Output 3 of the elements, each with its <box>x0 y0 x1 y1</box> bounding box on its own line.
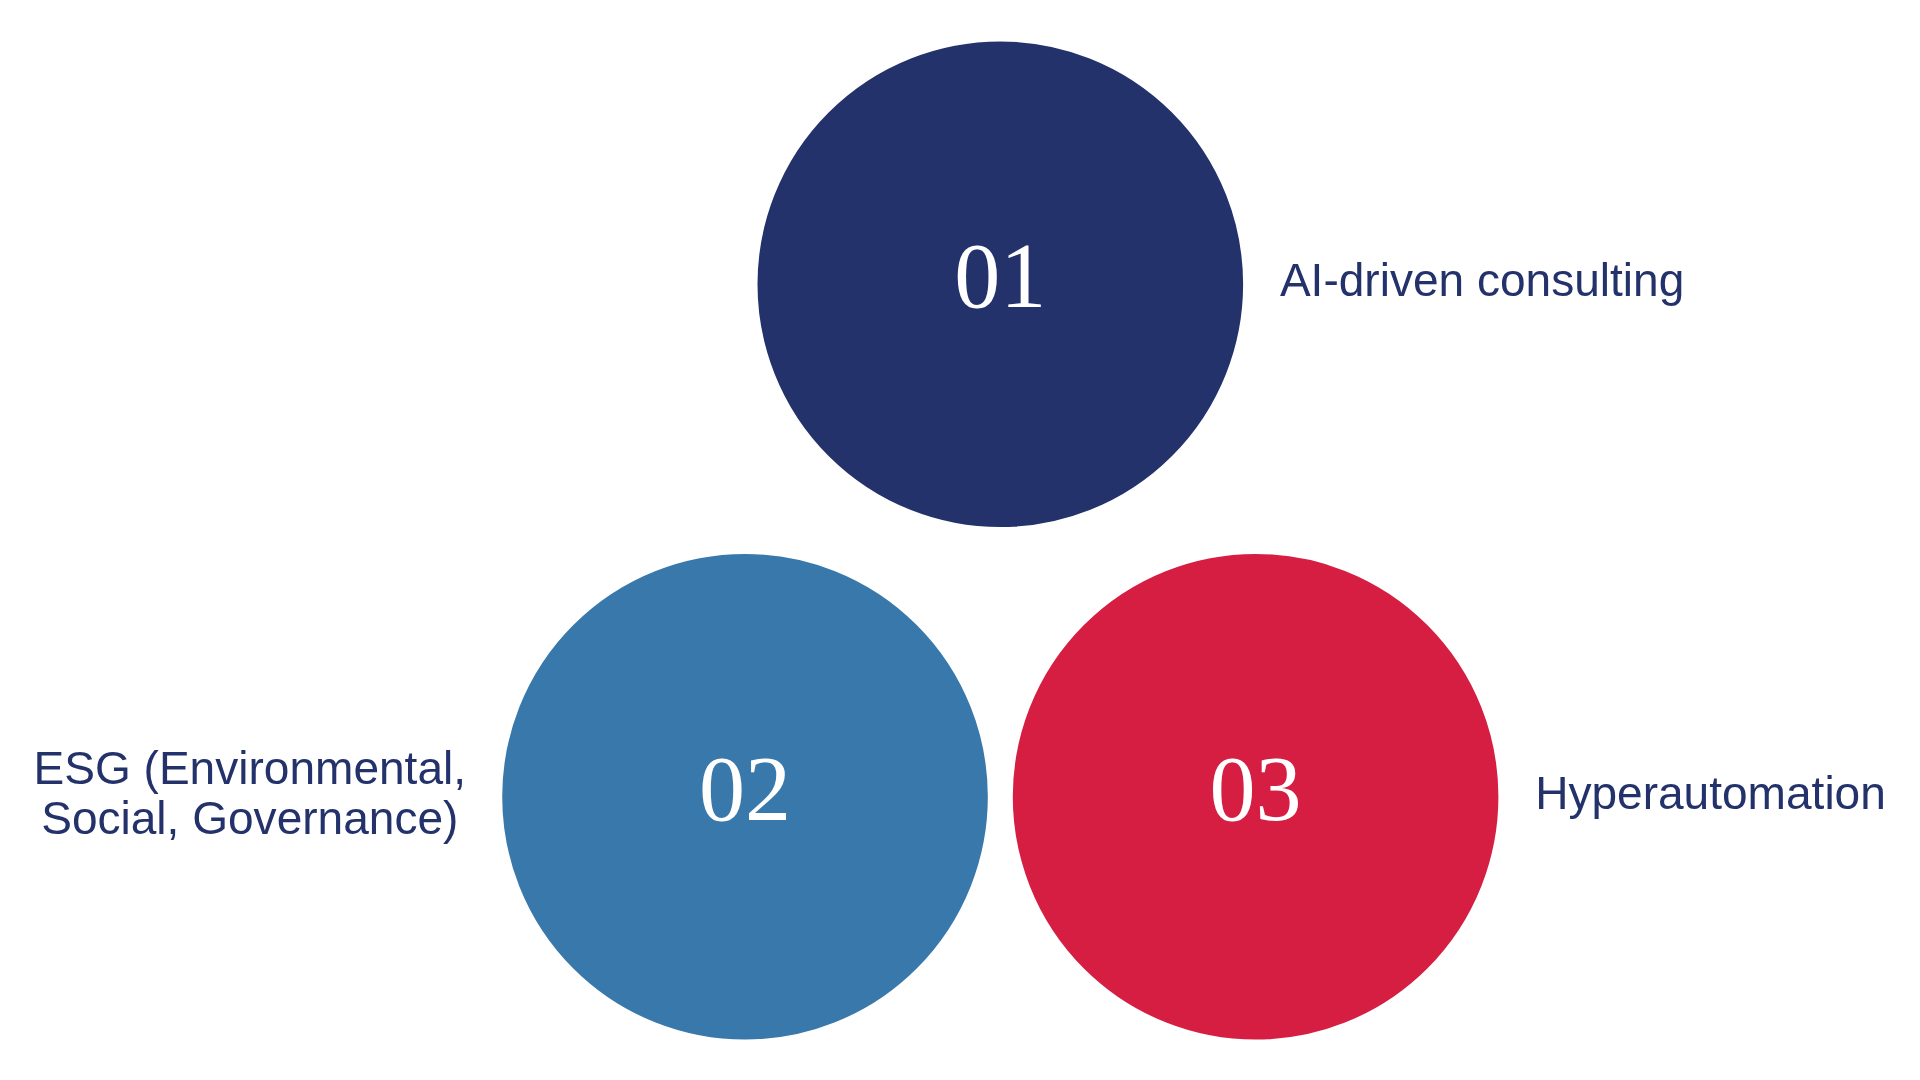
node-label: ESG (Environmental, Social, Governance) <box>33 741 467 844</box>
node-label: AI-driven consulting <box>1279 253 1685 306</box>
node-label: Hyperautomation <box>1535 766 1886 819</box>
